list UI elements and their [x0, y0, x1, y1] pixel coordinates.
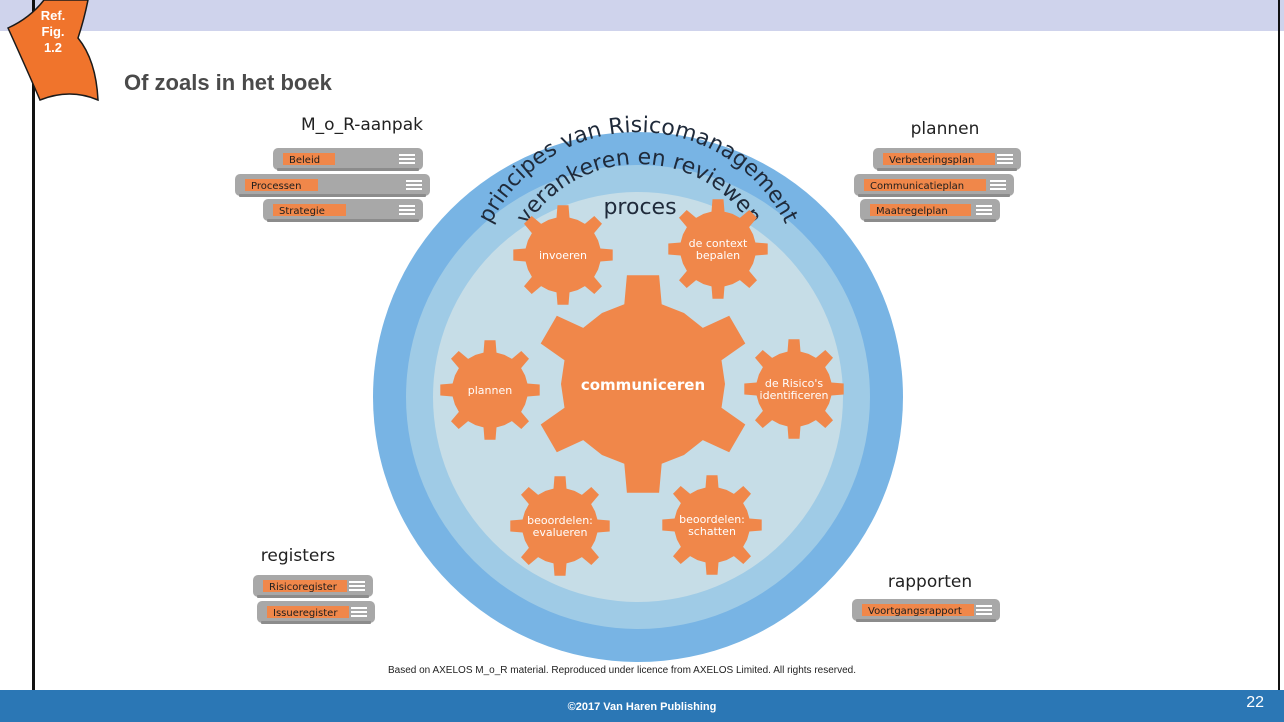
aanpak-group-title: M_o_R-aanpak — [301, 115, 423, 135]
document-voortgangsrapport: Voortgangsrapport — [852, 599, 1000, 622]
right-border — [1278, 0, 1280, 690]
ref-tag-shape — [7, 0, 99, 102]
document-strategie: Strategie — [263, 199, 423, 222]
document-label: Issueregister — [273, 608, 338, 619]
registers-group-title: registers — [261, 546, 336, 566]
gear-context — [668, 199, 768, 299]
footer-bar: ©2017 Van Haren Publishing 22 — [0, 690, 1284, 722]
rapporten-group-title: rapporten — [888, 572, 972, 592]
document-label: Strategie — [279, 206, 325, 217]
credit-line: Based on AXELOS M_o_R material. Reproduc… — [387, 665, 856, 676]
document-label: Voortgangsrapport — [868, 606, 962, 617]
gear-communiceren — [540, 275, 746, 493]
gear-communiceren-label: communiceren — [581, 376, 705, 394]
document-label: Beleid — [289, 155, 320, 166]
document-label: Processen — [251, 181, 301, 192]
document-beleid: Beleid — [273, 148, 423, 171]
left-border — [32, 0, 35, 690]
gear-schatten-label: beoordelen:schatten — [679, 513, 745, 538]
gear-schatten — [662, 475, 762, 575]
document-label: Maatregelplan — [876, 206, 948, 217]
document-communicatieplan: Communicatieplan — [854, 174, 1014, 197]
gear-invoeren-label: invoeren — [539, 249, 587, 262]
gear-invoeren — [513, 205, 613, 305]
gear-plannen-label: plannen — [468, 384, 512, 397]
gear-plannen — [440, 340, 540, 440]
document-maatregelplan: Maatregelplan — [860, 199, 1000, 222]
mor-diagram: principes van Risicomanagement verankere… — [235, 113, 1021, 662]
document-label: Risicoregister — [269, 582, 338, 593]
footer-publisher: ©2017 Van Haren Publishing — [567, 701, 717, 713]
ref-tag-label: Ref. Fig. 1.2 — [40, 8, 66, 55]
document-verbeteringsplan: Verbeteringsplan — [873, 148, 1021, 171]
plannen-group-title: plannen — [911, 119, 980, 139]
document-label: Communicatieplan — [870, 181, 964, 192]
gear-identificeren — [744, 339, 844, 439]
gear-evalueren — [510, 476, 610, 576]
gear-evalueren-label: beoordelen:evalueren — [527, 514, 593, 539]
slide-title: Of zoals in het boek — [124, 70, 332, 95]
document-risicoregister: Risicoregister — [253, 575, 373, 598]
page-number: 22 — [1246, 694, 1264, 711]
document-processen: Processen — [235, 174, 430, 197]
top-band — [0, 0, 1284, 31]
proces-label: proces — [603, 195, 676, 220]
document-label: Verbeteringsplan — [889, 155, 974, 166]
document-issueregister: Issueregister — [257, 601, 375, 624]
